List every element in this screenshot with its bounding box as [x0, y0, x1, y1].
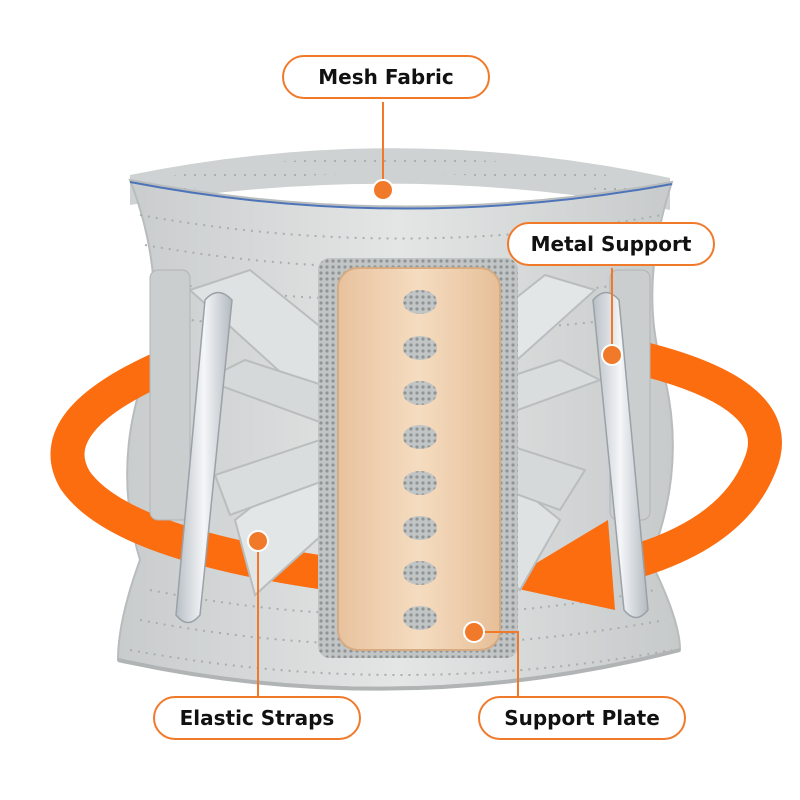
plate-holes [403, 290, 437, 630]
rotation-arrow [50, 341, 782, 610]
support-plate [337, 267, 501, 651]
callout-leaders [247, 102, 623, 696]
label-elastic-straps: Elastic Straps [153, 696, 361, 740]
label-support-plate: Support Plate [478, 696, 686, 740]
metal-stays [175, 291, 649, 624]
label-metal-support: Metal Support [507, 222, 715, 266]
label-mesh-fabric: Mesh Fabric [282, 55, 490, 99]
